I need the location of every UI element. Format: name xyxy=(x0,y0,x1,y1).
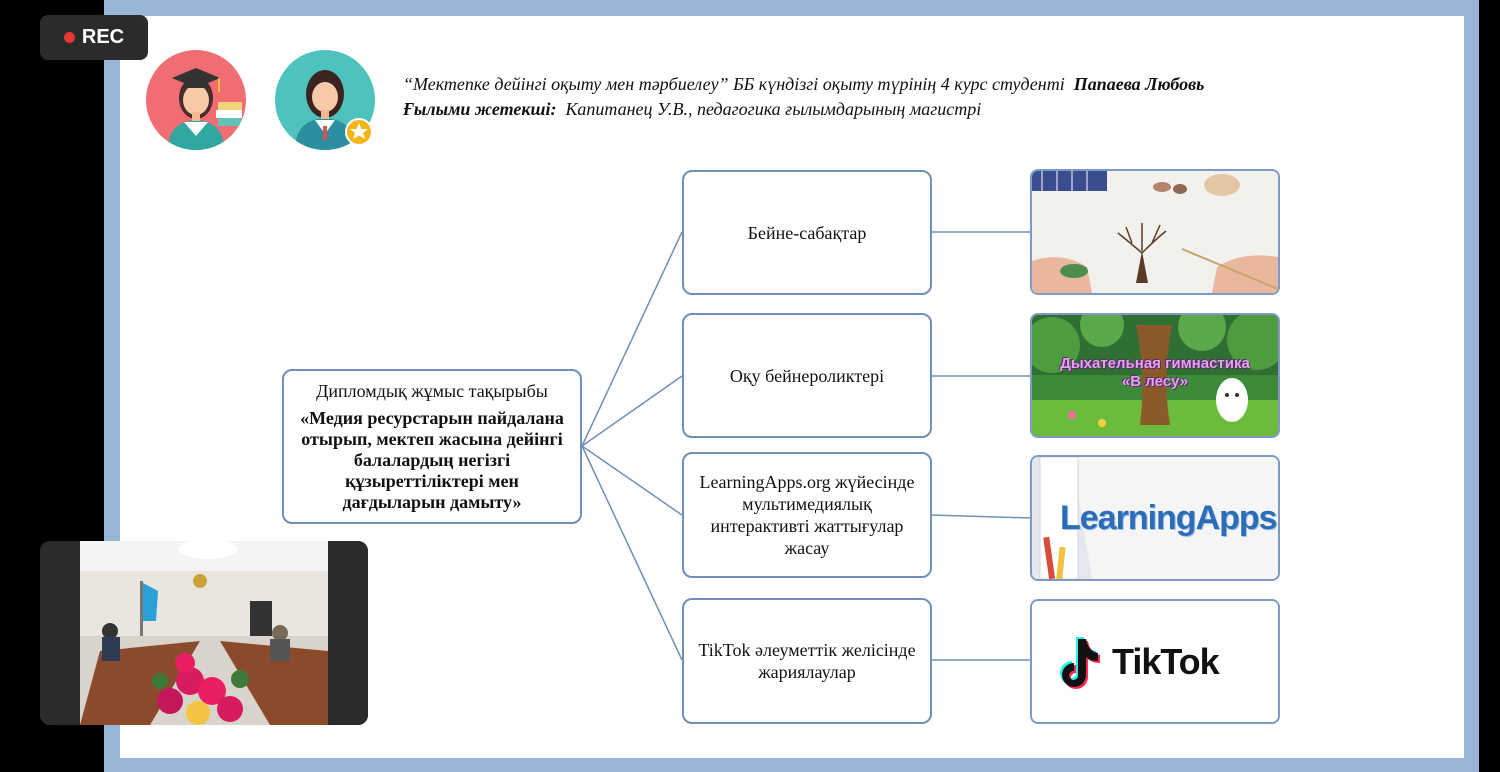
branch-tiktok: TikTok әлеуметтік желісінде жариялаулар xyxy=(682,598,932,724)
gymnastics-title: Дыхательная гимнастика xyxy=(1060,355,1250,372)
branch-label: TikTok әлеуметтік желісінде жариялаулар xyxy=(698,640,916,682)
gymnastics-video-thumbnail: Дыхательная гимнастика «В лесу» xyxy=(1030,313,1280,438)
supervisor-label: Ғылыми жетекші: xyxy=(403,99,557,119)
gymnastics-subtitle: «В лесу» xyxy=(1121,373,1189,390)
connector-line xyxy=(930,514,1032,519)
connector-line xyxy=(581,445,683,661)
recording-indicator: REC xyxy=(40,15,148,60)
branch-label: LearningApps.org жүйесінде мультимедиялы… xyxy=(699,472,915,558)
gymnastics-title-overlay: Дыхательная гимнастика «В лесу» xyxy=(1032,355,1278,391)
recording-label: REC xyxy=(81,26,125,48)
supervisor-text: Капитанец У.В., педагогика ғылымдарының … xyxy=(565,99,982,119)
topic-label: Дипломдық жұмыс тақырыбы xyxy=(316,381,548,401)
branch-label: Бейне-сабақтар xyxy=(747,222,867,243)
branch-learningapps: LearningApps.org жүйесінде мультимедиялы… xyxy=(682,452,932,578)
meeting-room-video xyxy=(40,541,368,725)
branch-educational-videos: Оқу бейнероликтері xyxy=(682,313,932,438)
diploma-topic-box: Дипломдық жұмыс тақырыбы «Медия ресурста… xyxy=(282,369,582,524)
participant-video-tile[interactable] xyxy=(40,541,368,725)
connector-line xyxy=(581,231,683,447)
learningapps-bg-image xyxy=(1032,457,1278,579)
slide-header: “Мектепке дейінгі оқыту мен тәрбиелеу” Б… xyxy=(403,72,1204,122)
graduate-icon xyxy=(168,68,242,150)
connector-line xyxy=(581,445,683,516)
tiktok-thumbnail: TikTok xyxy=(1030,599,1280,724)
branch-label: Оқу бейнероликтері xyxy=(729,365,885,386)
tiktok-note-icon xyxy=(1060,637,1100,689)
student-name: Папаева Любовь xyxy=(1073,74,1205,94)
supervisor-avatar xyxy=(275,50,375,150)
connector-line xyxy=(581,375,683,447)
header-line-1: “Мектепке дейінгі оқыту мен тәрбиелеу” Б… xyxy=(403,72,1204,97)
tiktok-logo: TikTok xyxy=(1112,641,1220,682)
learningapps-thumbnail: LearningApps.org xyxy=(1030,455,1280,581)
record-dot-icon xyxy=(63,32,75,43)
branch-video-lessons: Бейне-сабақтар xyxy=(682,170,932,295)
program-description: “Мектепке дейінгі оқыту мен тәрбиелеу” Б… xyxy=(403,74,1065,94)
forest-image xyxy=(1032,315,1278,436)
header-line-2: Ғылыми жетекші: Капитанец У.В., педагоги… xyxy=(403,97,1204,122)
learningapps-logo: LearningApps.org xyxy=(1060,499,1278,537)
teacher-icon xyxy=(295,70,373,150)
student-avatar xyxy=(146,50,246,150)
painting-image xyxy=(1032,171,1278,293)
topic-title: «Медия ресурстарын пайдалана отырып, мек… xyxy=(300,408,564,512)
painting-lesson-thumbnail xyxy=(1030,169,1280,295)
